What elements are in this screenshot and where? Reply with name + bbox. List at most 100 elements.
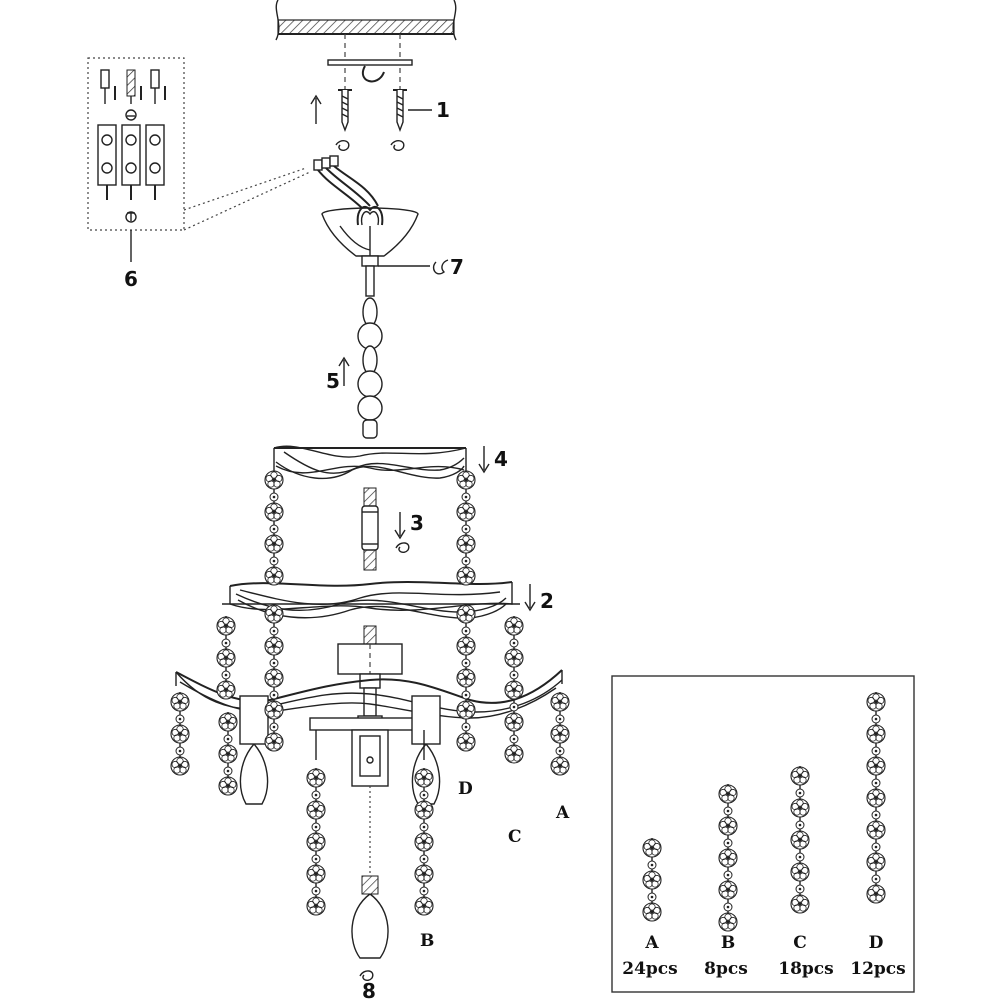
strand-label-a: A (555, 803, 570, 823)
crystal-bead (223, 734, 233, 744)
crystal-flower (306, 768, 326, 788)
crystal-bead (647, 892, 657, 902)
strand-label-d: D (458, 779, 473, 799)
crystal-bead (871, 874, 881, 884)
crystal-bead (723, 902, 733, 912)
bulb-icon (351, 893, 389, 959)
crystal-bead (461, 722, 471, 732)
crystal-bead (461, 524, 471, 534)
crystal-flower (718, 880, 738, 900)
legend-letter-b: B (721, 933, 735, 953)
center-hub (337, 625, 403, 731)
crystal-flower (550, 692, 570, 712)
legend-count-b: 8pcs (704, 959, 748, 979)
crystal-bead (795, 852, 805, 862)
arrow-down-icon (394, 529, 406, 540)
crystal-bead (509, 638, 519, 648)
crystal-flower (504, 648, 524, 668)
arrow-down-icon (524, 601, 536, 612)
crystal-bead (311, 854, 321, 864)
callout-3: 3 (410, 511, 424, 535)
crystal-flower (216, 680, 236, 700)
strand-label-b: B (420, 931, 434, 951)
rotate-arrow-icon (390, 140, 405, 152)
crystal-flower (414, 896, 434, 916)
crystal-flower (456, 470, 476, 490)
crystal-bead (555, 714, 565, 724)
crystal-strands (170, 470, 570, 916)
crystal-bead (509, 702, 519, 712)
crystal-flower (504, 712, 524, 732)
callout-5: 5 (326, 369, 340, 393)
crystal-flower (264, 534, 284, 554)
crystal-flower (718, 816, 738, 836)
crystal-bead (723, 870, 733, 880)
crystal-flower (504, 680, 524, 700)
crystal-flower (456, 700, 476, 720)
crystal-flower (264, 502, 284, 522)
crystal-bead (311, 790, 321, 800)
crystal-flower (218, 776, 238, 796)
crystal-flower (866, 852, 886, 872)
crystal-bead (509, 734, 519, 744)
callout-8: 8 (362, 979, 376, 1000)
crystal-legend: A B C D 24pcs 8pcs 18pcs 12pcs (611, 675, 915, 993)
crystal-flower (264, 566, 284, 586)
wiring-inset (87, 57, 311, 262)
arrow-up-icon (338, 356, 350, 367)
crystal-flower (456, 636, 476, 656)
crystal-flower (456, 566, 476, 586)
crystal-flower (306, 800, 326, 820)
rotate-arrow-icon (395, 542, 410, 554)
crystal-flower (216, 648, 236, 668)
legend-letter-a: A (644, 933, 659, 953)
crystal-bead (647, 860, 657, 870)
crystal-flower (170, 724, 190, 744)
crystal-flower (866, 692, 886, 712)
ceiling (275, 0, 457, 41)
crystal-flower (216, 616, 236, 636)
crystal-bead (461, 690, 471, 700)
crystal-bead (419, 790, 429, 800)
crystal-bead (311, 886, 321, 896)
crystal-bead (509, 670, 519, 680)
screws-part-1 (310, 68, 432, 152)
crystal-bead (175, 746, 185, 756)
ceiling-hook (361, 65, 385, 83)
arrow-down-icon (478, 463, 490, 474)
supply-wires (313, 155, 379, 209)
crystal-bead (461, 658, 471, 668)
crystal-flower (218, 744, 238, 764)
legend-letter-d: D (869, 933, 884, 953)
crystal-flower (306, 896, 326, 916)
crystal-flower (718, 848, 738, 868)
crystal-bead (221, 670, 231, 680)
arrow-up-icon (310, 94, 322, 105)
crystal-flower (790, 830, 810, 850)
callout-6: 6 (124, 267, 138, 291)
crystal-flower (456, 604, 476, 624)
crystal-flower (414, 864, 434, 884)
crystal-bead (419, 886, 429, 896)
crystal-bead (269, 690, 279, 700)
crystal-flower (264, 604, 284, 624)
crystal-flower (866, 884, 886, 904)
crystal-flower (866, 788, 886, 808)
crystal-flower (642, 838, 662, 858)
crystal-bead (269, 722, 279, 732)
crystal-bead (461, 492, 471, 502)
callout-4: 4 (494, 447, 508, 471)
crystal-flower (550, 724, 570, 744)
crystal-flower (264, 700, 284, 720)
crystal-bead (175, 714, 185, 724)
crystal-bead (461, 556, 471, 566)
crystal-bead (269, 556, 279, 566)
crystal-flower (414, 832, 434, 852)
mounting-plate (327, 34, 413, 83)
crystal-bead (723, 838, 733, 848)
crystal-bead (223, 766, 233, 776)
crystal-flower (790, 894, 810, 914)
crystal-flower (866, 820, 886, 840)
crystal-flower (790, 862, 810, 882)
